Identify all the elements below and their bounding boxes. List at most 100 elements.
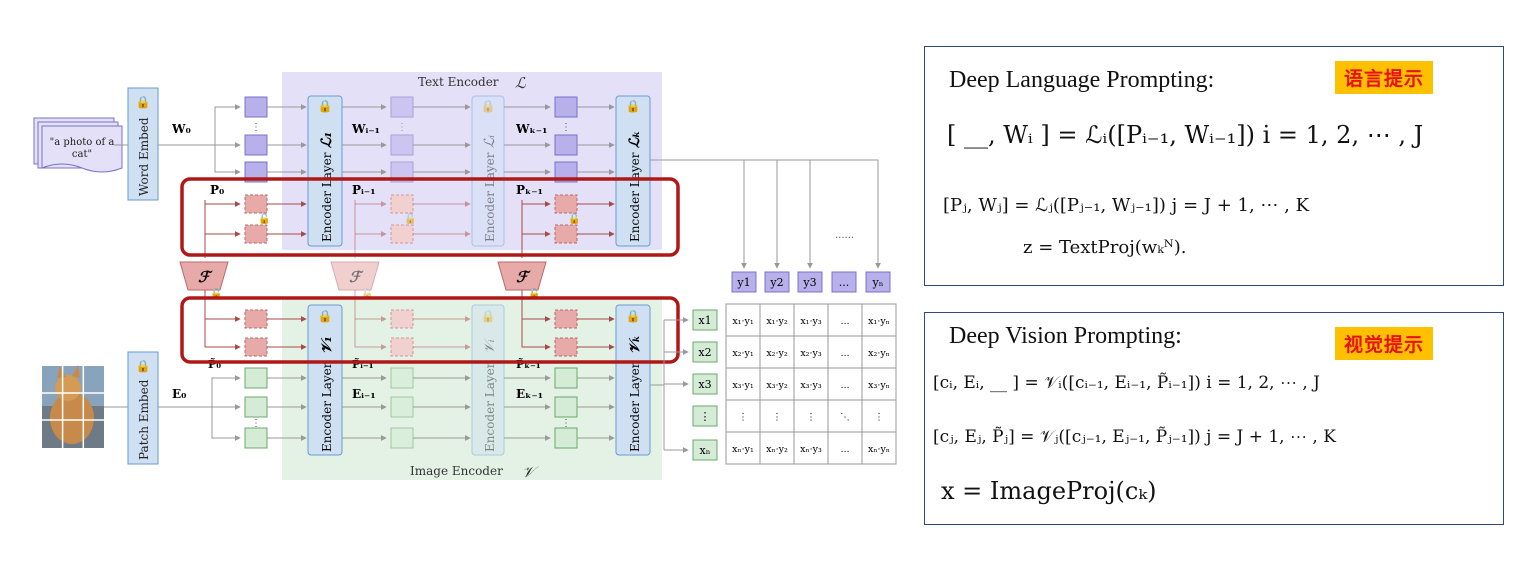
equation-3: x = ImageProj(cₖ): [941, 477, 1157, 505]
text-prompt-label: P₀: [210, 183, 224, 197]
svg-text:Encoder Layer: Encoder Layer: [628, 362, 642, 452]
svg-text:y3: y3: [802, 276, 816, 289]
matrix-cell-label: ...: [840, 316, 849, 327]
svg-text:𝒱₁: 𝒱₁: [319, 336, 335, 354]
matrix-cell: [793, 399, 829, 433]
image-encoder-layer-1: 🔒 Encoder Layer 𝒱₁: [307, 304, 343, 456]
matrix-cell-label: xₙ·y₂: [766, 444, 788, 455]
matrix-cell-label: x₂·y₁: [732, 348, 754, 359]
word-embed-block: 🔒 Word Embed: [127, 87, 159, 201]
text-encoder-title: Text Encoder: [418, 75, 499, 89]
matrix-cell-label: x₁·y₂: [766, 316, 788, 327]
coupling-function-i: ℱ 🔓: [330, 261, 380, 300]
image-prompt-label: P̃ₖ₋₁: [516, 358, 541, 371]
image-prompt-tokens: [244, 309, 578, 357]
panel-title: Deep Vision Prompting:: [949, 323, 1182, 349]
matrix-cell-label: x₃·yₙ: [868, 380, 890, 391]
matrix-cell-label: xₙ·y₁: [732, 444, 754, 455]
image-encoder-title: Image Encoder: [410, 464, 503, 478]
text-encoder-layer-i: 🔒 Encoder Layer ℒᵢ: [471, 95, 505, 247]
text-prompt-label: Pₖ₋₁: [516, 183, 543, 197]
svg-text:y2: y2: [769, 276, 783, 289]
x-embeddings: x1 x2 x3 ⋮ xₙ: [692, 309, 718, 461]
matrix-cell: [861, 303, 897, 337]
text-encoder-symbol: ℒ: [515, 74, 527, 92]
svg-text:Encoder Layer: Encoder Layer: [483, 152, 497, 242]
text-encoder-layer-1: 🔒 Encoder Layer ℒ₁: [307, 95, 343, 247]
lock-icon: 🔒: [136, 359, 151, 373]
text-token-label: W₀: [171, 122, 191, 136]
text-token-label: Wᵢ₋₁: [351, 122, 380, 136]
coupling-function-1: ℱ 🔓: [179, 261, 229, 300]
matrix-cell: [827, 303, 863, 337]
equation-1: [ __, Wᵢ ] = ℒᵢ([Pᵢ₋₁, Wᵢ₋₁]) i = 1, 2, …: [947, 121, 1424, 149]
image-prompt-label: P̃₀: [208, 358, 221, 371]
svg-text:ℱ: ℱ: [516, 268, 531, 286]
matrix-cell: [861, 335, 897, 369]
matrix-cell: [759, 399, 795, 433]
svg-text:⋮: ⋮: [397, 122, 407, 133]
matrix-cell: [725, 335, 761, 369]
image-output-routing: [650, 317, 689, 453]
svg-text:ℒᵢ: ℒᵢ: [482, 135, 498, 148]
svg-text:𝒱ₖ: 𝒱ₖ: [627, 335, 643, 354]
svg-text:ℒₖ: ℒₖ: [627, 131, 643, 148]
svg-text:🔒: 🔒: [481, 309, 496, 323]
matrix-cell-label: x₂·y₃: [800, 348, 822, 359]
svg-text:ℒ₁: ℒ₁: [319, 132, 335, 148]
y-embeddings: y1 y2 y3 ... yₙ: [731, 271, 891, 293]
image-token-column-1: ⋮: [244, 367, 268, 449]
prompt-flow-arrows: [204, 200, 615, 350]
matrix-cell-label: x₁·y₁: [732, 316, 754, 327]
equation-2: [cⱼ, Eⱼ, P̃ⱼ] = 𝒱ⱼ([cⱼ₋₁, Eⱼ₋₁, P̃ⱼ₋₁]) …: [933, 427, 1336, 447]
matrix-cell-label: ⋱: [840, 412, 850, 423]
image-token-label: Eᵢ₋₁: [352, 387, 376, 401]
matrix-cell: [827, 399, 863, 433]
unlock-icon: 🔓: [258, 212, 270, 225]
matrix-cell: [759, 303, 795, 337]
image-token-column-i: [390, 367, 414, 449]
matrix-cell: [861, 367, 897, 401]
matrix-cell: [759, 431, 795, 465]
text-token-column-1: ⋮: [244, 96, 268, 183]
matrix-cell-label: ⋮: [738, 412, 748, 423]
image-prompt-label: P̃ᵢ₋₁: [352, 358, 374, 371]
lock-icon: 🔒: [136, 95, 151, 109]
matrix-cell-label: x₂·yₙ: [868, 348, 890, 359]
svg-text:𝒱ᵢ: 𝒱ᵢ: [482, 338, 498, 354]
text-token-column-i: ⋮: [390, 96, 414, 183]
svg-text:⋮: ⋮: [561, 122, 571, 133]
vision-prompt-badge: 视觉提示: [1335, 327, 1434, 360]
panel-title: Deep Language Prompting:: [949, 67, 1215, 93]
svg-text:ℱ: ℱ: [349, 268, 364, 286]
matrix-cell: [759, 335, 795, 369]
svg-text:y1: y1: [736, 276, 750, 289]
patch-embed-block: 🔒 Patch Embed: [127, 351, 159, 465]
svg-text:🔒: 🔒: [626, 309, 641, 323]
matrix-cell: [861, 431, 897, 465]
deep-vision-prompting-panel: Deep Vision Prompting: 视觉提示 [cᵢ, Eᵢ, __ …: [924, 312, 1504, 525]
matrix-cell-label: ⋮: [806, 412, 816, 423]
matrix-cell: [827, 367, 863, 401]
text-prompt-highlight: [180, 177, 680, 257]
image-token-label: E₀: [172, 387, 186, 401]
svg-text:x1: x1: [698, 314, 711, 327]
matrix-cell: [725, 431, 761, 465]
svg-text:Encoder Layer: Encoder Layer: [320, 152, 334, 242]
language-prompt-badge: 语言提示: [1335, 61, 1434, 94]
matrix-cell-label: ...: [840, 380, 849, 391]
svg-text:⋮: ⋮: [700, 410, 711, 423]
svg-text:🔒: 🔒: [481, 99, 496, 113]
text-output-routing: [650, 159, 881, 269]
svg-text:⋮: ⋮: [251, 418, 261, 429]
image-prompt-highlight: [180, 296, 680, 364]
matrix-cell-label: x₃·y₃: [800, 380, 822, 391]
image-token-column-k: ⋮: [554, 367, 578, 449]
svg-text:⋮: ⋮: [251, 122, 261, 133]
svg-text:Encoder Layer: Encoder Layer: [320, 362, 334, 452]
coupling-function-k: ℱ 🔓: [497, 261, 547, 300]
svg-text:Encoder Layer: Encoder Layer: [628, 152, 642, 242]
svg-text:...: ...: [839, 276, 850, 289]
svg-text:🔒: 🔒: [318, 99, 333, 113]
image-encoder-layer-i: 🔒 Encoder Layer 𝒱ᵢ: [471, 304, 505, 456]
